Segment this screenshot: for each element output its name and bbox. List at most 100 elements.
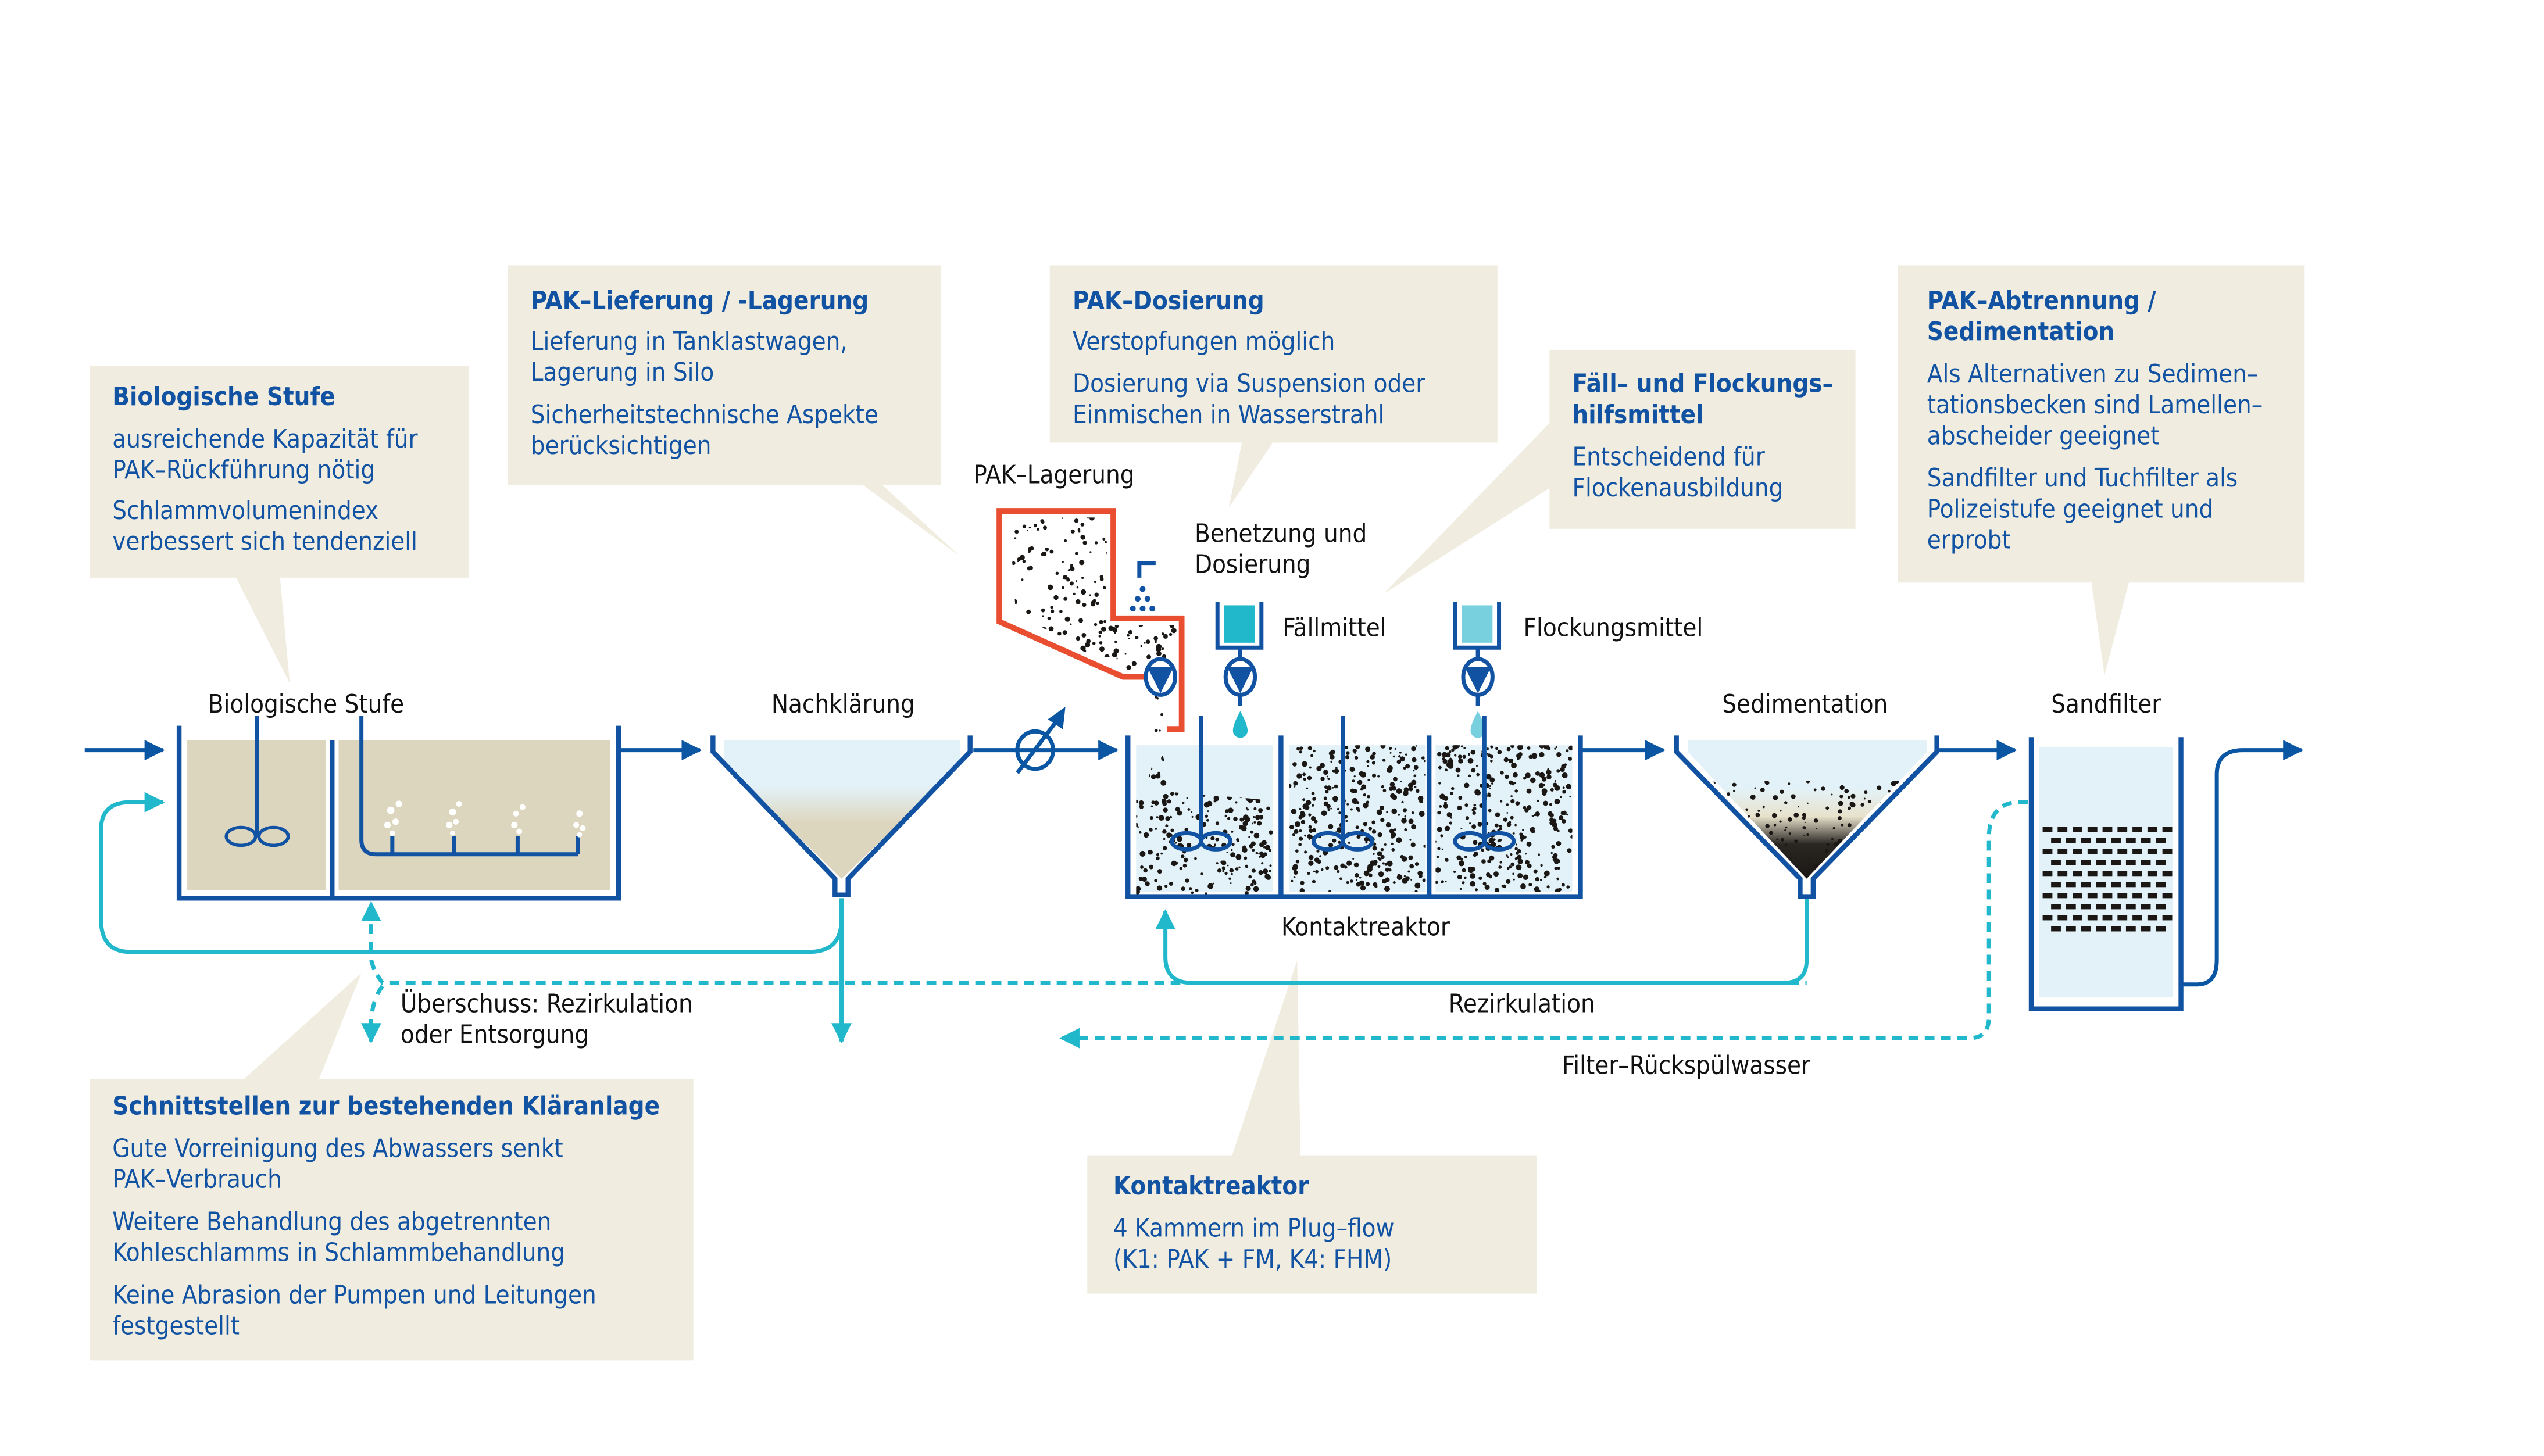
particle	[1245, 817, 1250, 822]
particle	[1445, 768, 1448, 772]
filter-grain	[2066, 860, 2076, 865]
particle	[1448, 759, 1453, 764]
particle	[1195, 888, 1199, 892]
particle	[1326, 804, 1331, 809]
particle	[1227, 864, 1229, 867]
callout-line: PAK–Verbrauch	[112, 1165, 282, 1194]
particle	[1258, 870, 1263, 875]
filter-grain	[2117, 827, 2128, 832]
particle	[1027, 530, 1028, 532]
particle	[1462, 754, 1466, 759]
particle	[1239, 817, 1244, 822]
particle	[1170, 828, 1174, 832]
particle	[1064, 539, 1067, 542]
particle	[1143, 868, 1148, 873]
particle	[1080, 589, 1087, 595]
particle	[1298, 843, 1302, 846]
particle	[1124, 653, 1127, 655]
particle	[1485, 774, 1492, 780]
particle	[1519, 832, 1523, 836]
particle	[1794, 839, 1798, 843]
particle	[1328, 890, 1331, 892]
particle	[1210, 836, 1215, 840]
particle	[1189, 887, 1192, 890]
particle	[1364, 836, 1369, 842]
filter-grain	[2162, 827, 2173, 832]
particle	[1552, 782, 1557, 788]
particle	[1352, 779, 1355, 783]
filter-grain	[2096, 926, 2106, 932]
overflow-down-line	[360, 985, 384, 1044]
particle	[1089, 551, 1092, 553]
particle	[1099, 577, 1104, 582]
particle	[1191, 815, 1194, 818]
particle	[1467, 757, 1474, 764]
particle	[1157, 601, 1161, 604]
particle	[1402, 878, 1408, 884]
secondary-clarifier	[710, 735, 973, 897]
particle	[1063, 575, 1068, 580]
filter-grain	[2057, 893, 2068, 899]
particle	[1507, 856, 1509, 858]
particle	[1506, 867, 1510, 870]
filter-grain	[2111, 926, 2121, 932]
particle	[1386, 811, 1388, 813]
particle	[1771, 876, 1775, 879]
particle	[1259, 856, 1261, 858]
particle	[1166, 575, 1171, 581]
label-sandfilter: Sandfilter	[2051, 690, 2161, 719]
particle	[1555, 746, 1557, 749]
particle	[1543, 800, 1548, 806]
particle	[1850, 793, 1856, 799]
particle	[1012, 599, 1018, 604]
particle	[1161, 524, 1165, 528]
particle	[1206, 800, 1213, 807]
particle	[1069, 623, 1072, 625]
particle	[1745, 808, 1748, 811]
particle	[1340, 863, 1345, 868]
filter-grain	[2087, 827, 2098, 832]
particle	[1380, 854, 1385, 860]
particle	[1250, 883, 1254, 887]
particle	[1513, 772, 1518, 778]
filter-grain	[2042, 827, 2053, 832]
particle	[1384, 843, 1387, 846]
particle	[1070, 529, 1075, 534]
particle	[1360, 771, 1366, 778]
particle	[1293, 781, 1298, 786]
particle	[1009, 610, 1011, 613]
particle	[1570, 835, 1573, 839]
particle	[1312, 879, 1316, 883]
particle	[1168, 590, 1171, 593]
particle	[1042, 615, 1044, 618]
particle	[1369, 873, 1373, 878]
particle	[1510, 862, 1515, 867]
particle	[1899, 868, 1902, 870]
particle	[1314, 820, 1318, 824]
wetting-nozzle-icon	[1130, 561, 1156, 612]
particle	[1307, 871, 1310, 875]
callout-line: abscheider geeignet	[1927, 421, 2160, 450]
particle	[1743, 845, 1749, 850]
particle	[1482, 882, 1487, 886]
particle	[1136, 822, 1139, 827]
particle	[1520, 883, 1526, 889]
particle	[1891, 781, 1896, 786]
label-rezirkulation: Rezirkulation	[1449, 989, 1595, 1018]
particle	[1437, 847, 1441, 850]
particle	[1773, 824, 1777, 827]
particle	[1533, 869, 1538, 874]
return-sludge-line	[99, 792, 844, 954]
particle	[1136, 889, 1140, 895]
filter-grain	[2042, 871, 2053, 877]
particle	[1328, 842, 1334, 848]
particle	[1156, 651, 1162, 656]
particle	[1546, 885, 1550, 889]
filter-grain	[2057, 871, 2068, 877]
particle	[1135, 635, 1139, 639]
particle	[1145, 553, 1149, 556]
particle	[1488, 809, 1492, 813]
filter-grain	[2132, 827, 2142, 832]
particle	[1718, 854, 1723, 858]
particle	[1262, 840, 1267, 846]
